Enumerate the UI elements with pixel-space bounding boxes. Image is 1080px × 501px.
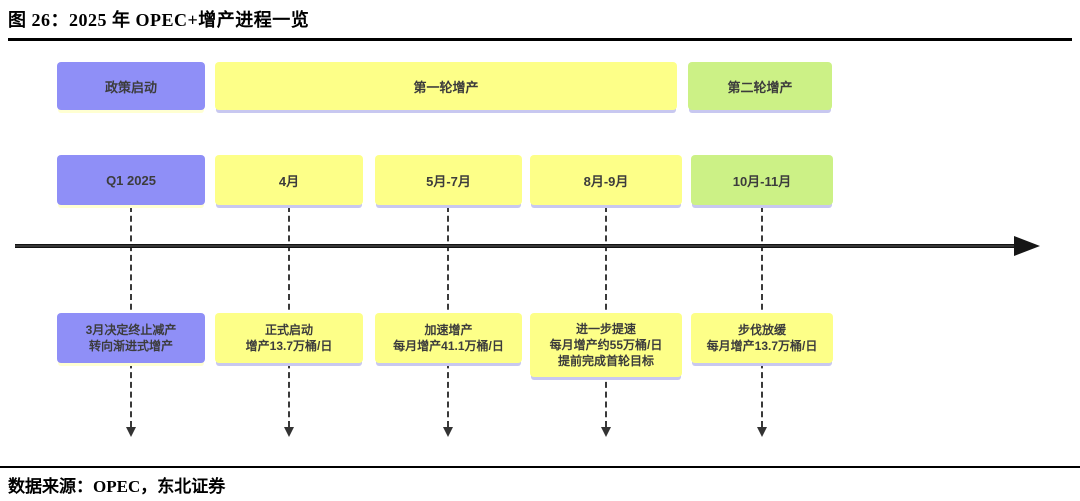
- period-box-april: 4月: [215, 155, 363, 205]
- detail-box-accelerate: 加速增产 每月增产41.1万桶/日: [375, 313, 522, 363]
- phase-label: 第一轮增产: [413, 79, 479, 95]
- detail-line: 正式启动: [264, 323, 313, 337]
- connector-arrowhead-3: [443, 427, 453, 437]
- detail-line: 每月增产41.1万桶/日: [393, 339, 504, 353]
- timeline-axis-arrowhead-icon: [1014, 236, 1040, 256]
- phase-box-first-round: 第一轮增产: [215, 62, 677, 110]
- connector-arrowhead-5: [757, 427, 767, 437]
- connector-arrowhead-2: [284, 427, 294, 437]
- detail-line: 每月增产13.7万桶/日: [706, 339, 818, 353]
- period-box-may-july: 5月-7月: [375, 155, 522, 205]
- period-label: 5月-7月: [426, 173, 471, 189]
- detail-line: 进一步提速: [575, 322, 636, 336]
- period-box-q1-2025: Q1 2025: [57, 155, 205, 205]
- period-box-aug-sep: 8月-9月: [530, 155, 682, 205]
- detail-box-official-start: 正式启动 增产13.7万桶/日: [215, 313, 363, 363]
- period-label: 4月: [278, 173, 300, 189]
- period-box-oct-nov: 10月-11月: [691, 155, 833, 205]
- figure-footer: 数据来源：OPEC，东北证券: [0, 466, 1080, 497]
- detail-line: 提前完成首轮目标: [557, 354, 654, 368]
- period-label: 8月-9月: [583, 173, 629, 189]
- period-label: Q1 2025: [106, 172, 156, 188]
- detail-line: 增产13.7万桶/日: [245, 339, 333, 353]
- phase-box-second-round: 第二轮增产: [688, 62, 832, 110]
- phase-label: 第二轮增产: [727, 79, 793, 95]
- detail-box-march-decision: 3月决定终止减产 转向渐进式增产: [57, 313, 205, 363]
- connector-arrowhead-1: [126, 427, 136, 437]
- detail-line: 每月增产约55万桶/日: [549, 338, 663, 352]
- timeline-diagram: 政策启动 第一轮增产 第二轮增产 Q1 2025 4月 5月-7月 8月-9月 …: [0, 40, 1080, 460]
- detail-box-further-speedup: 进一步提速 每月增产约55万桶/日 提前完成首轮目标: [530, 313, 682, 377]
- detail-box-slowdown: 步伐放缓 每月增产13.7万桶/日: [691, 313, 833, 363]
- phase-box-policy-start: 政策启动: [57, 62, 205, 110]
- figure-title: 图 26：2025 年 OPEC+增产进程一览: [8, 10, 310, 30]
- timeline-axis-line: [15, 244, 1018, 248]
- detail-line: 加速增产: [424, 323, 473, 337]
- source-note: 数据来源：OPEC，东北证券: [8, 477, 226, 496]
- phase-label: 政策启动: [104, 79, 157, 95]
- connector-arrowhead-4: [601, 427, 611, 437]
- detail-line: 步伐放缓: [737, 323, 786, 337]
- detail-line: 3月决定终止减产: [85, 323, 177, 337]
- figure-header: 图 26：2025 年 OPEC+增产进程一览: [8, 6, 1072, 41]
- period-label: 10月-11月: [732, 173, 792, 189]
- detail-line: 转向渐进式增产: [88, 339, 173, 353]
